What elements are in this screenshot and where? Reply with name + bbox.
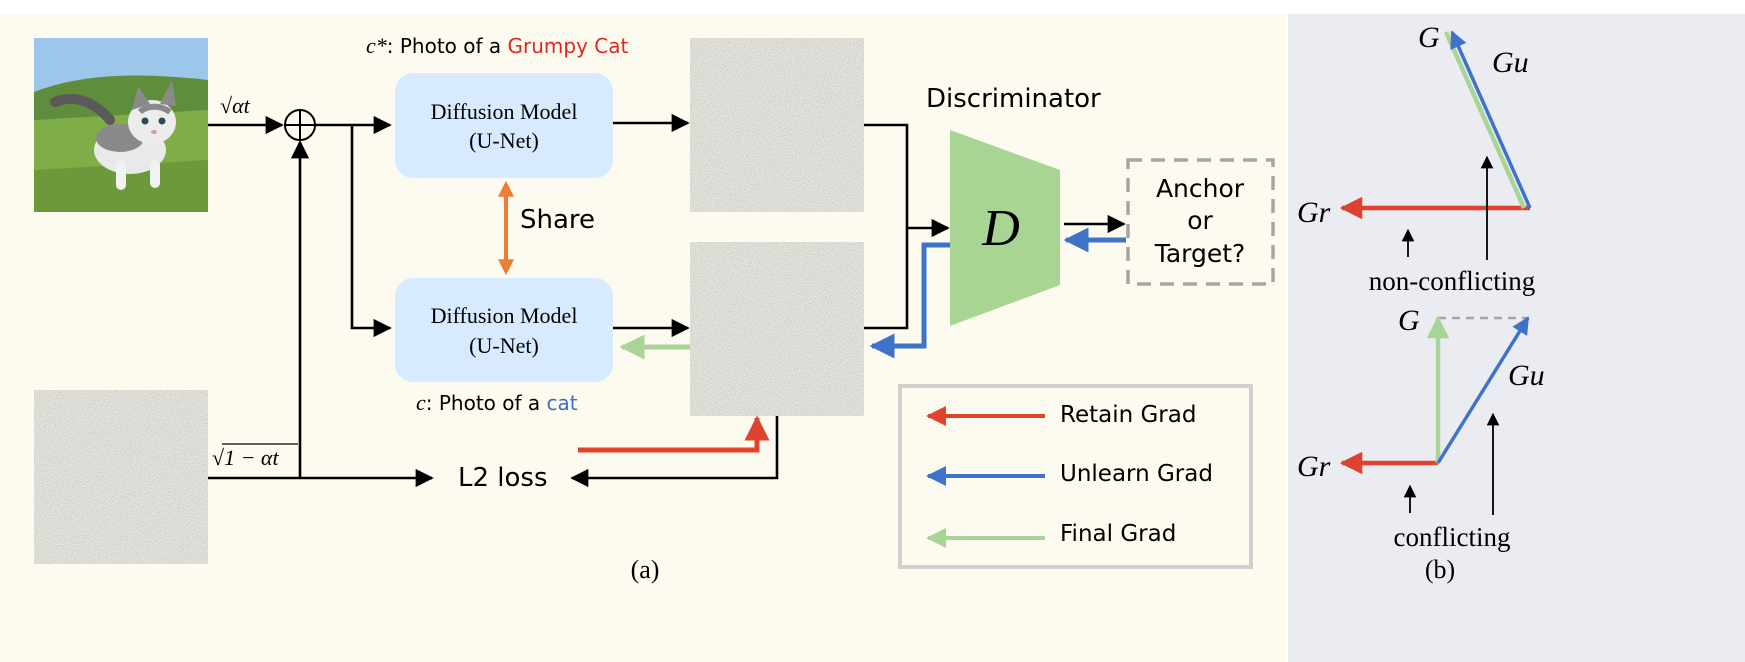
legend-item-final: Final Grad [926, 521, 1176, 548]
discriminator-symbol: D [981, 200, 1020, 257]
retain-grad-arrow [578, 415, 770, 453]
top-gu-label: Gu [1492, 46, 1529, 79]
noise-output-bottom [690, 242, 864, 416]
top-gr-text: Gr [1297, 196, 1331, 229]
sum-to-bottom-model-arrow [350, 125, 392, 338]
diffusion-model-top: Diffusion Model (U-Net) [395, 73, 613, 178]
noise-output-top [690, 38, 864, 212]
noise-input-image [34, 390, 208, 564]
legend-item-unlearn: Unlearn Grad [926, 461, 1213, 487]
discriminator-shape [950, 130, 1060, 326]
cat-photo [34, 38, 208, 212]
bottom-output-to-d-line [864, 228, 909, 330]
l2-loss-label: L2 loss [458, 463, 548, 493]
prompt-prefix: : Photo of a [426, 391, 547, 415]
diffusion-top-line1: Diffusion Model [431, 99, 578, 124]
discriminator-title: Discriminator [926, 84, 1101, 114]
top-gu-text: Gu [1492, 46, 1529, 79]
legend-label-retain: Retain Grad [1060, 402, 1196, 428]
vectors-conflicting [1339, 315, 1530, 515]
bottom-gu-label: Gu [1508, 359, 1545, 392]
unlearn-grad-back-arrow [869, 242, 950, 359]
legend-item-retain: Retain Grad [926, 402, 1196, 428]
sqrt-one-minus-alpha-label: √1 − αt [212, 445, 279, 470]
legend: Retain Grad Unlearn Grad Final Grad [898, 384, 1253, 569]
prompt: c: Photo of a cat [416, 390, 578, 415]
top-output-to-d-line [864, 123, 909, 228]
bottom-gr-text: Gr [1297, 450, 1331, 483]
output-to-l2-arrow [570, 416, 779, 488]
bottom-gu-text: Gu [1508, 359, 1545, 392]
anchor-line3: Target? [1154, 239, 1246, 268]
prompt-star-highlight: Grumpy Cat [508, 34, 629, 58]
top-gu-vector [1450, 30, 1532, 209]
prompt-star-symbol: c* [366, 33, 387, 58]
conflicting-label: conflicting [1394, 522, 1511, 552]
top-g-label: G [1418, 21, 1440, 54]
diffusion-model-bottom: Diffusion Model (U-Net) [395, 278, 613, 382]
share-label: Share [520, 205, 595, 235]
prompt-star: c*: Photo of a Grumpy Cat [366, 33, 629, 58]
sqrt-alpha-label: √αt [220, 93, 251, 118]
bottom-gu-vector [1436, 316, 1530, 464]
bottom-g-label: G [1398, 304, 1420, 337]
diffusion-top-line2: (U-Net) [469, 128, 539, 153]
legend-label-final: Final Grad [1060, 521, 1176, 547]
anchor-line1: Anchor [1156, 174, 1245, 203]
legend-label-unlearn: Unlearn Grad [1060, 461, 1213, 487]
anchor-target-box: Anchor or Target? [1126, 158, 1275, 286]
prompt-highlight: cat [547, 391, 578, 415]
bottom-gr-label: Gr [1297, 450, 1331, 483]
diffusion-bottom-line2: (U-Net) [469, 333, 539, 358]
non-conflicting-label: non-conflicting [1369, 266, 1535, 296]
diffusion-bottom-line1: Diffusion Model [431, 303, 578, 328]
vectors-non-conflicting [1339, 30, 1532, 260]
top-gr-label: Gr [1297, 196, 1331, 229]
anchor-line2: or [1187, 206, 1213, 235]
top-g-vector [1443, 31, 1527, 209]
prompt-symbol: c [416, 390, 426, 415]
sum-node [284, 109, 316, 141]
caption-b: (b) [1425, 555, 1455, 584]
prompt-star-prefix: : Photo of a [387, 34, 508, 58]
caption-a: (a) [631, 555, 660, 584]
